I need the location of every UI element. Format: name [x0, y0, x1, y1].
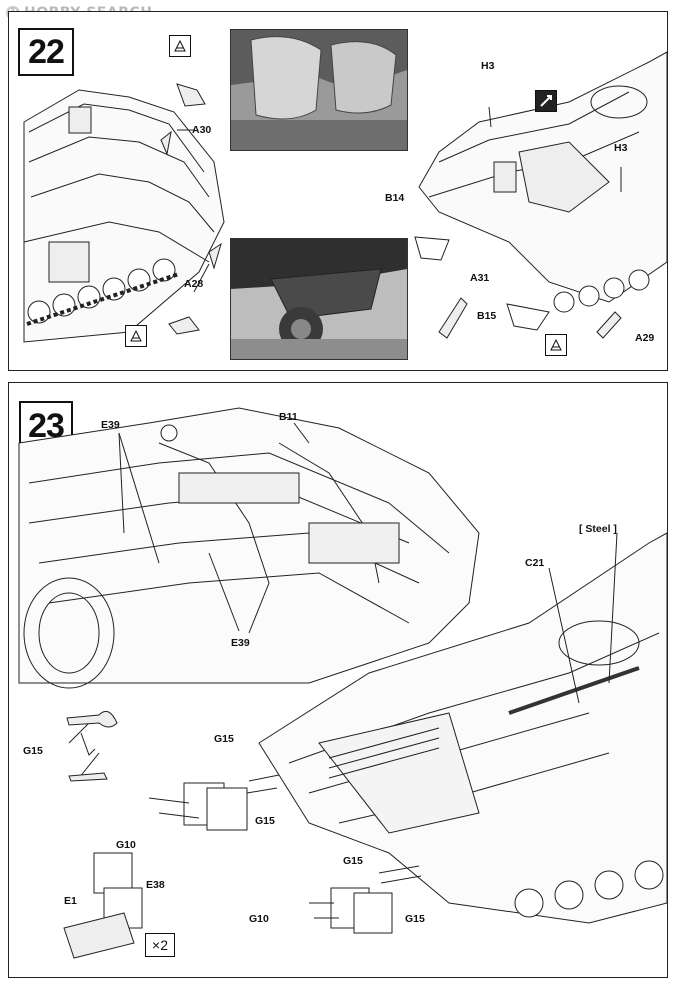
- part-label-h3-right: H3: [614, 142, 628, 154]
- part-label-a30: A30: [192, 124, 212, 136]
- part-label-h3-top: H3: [481, 60, 495, 72]
- part-label-e39-top: E39: [101, 419, 120, 431]
- part-label-a29: A29: [635, 332, 655, 344]
- cement-icon: [535, 90, 557, 112]
- part-label-g15-bottom: G15: [343, 855, 363, 867]
- step-number: 22: [18, 28, 74, 76]
- part-label-g15-left: G15: [23, 745, 43, 757]
- glue-icon: [125, 325, 147, 347]
- part-label-g15-right: G15: [405, 913, 425, 925]
- part-label-a28: A28: [184, 278, 204, 290]
- steel-label: [ Steel ]: [579, 523, 617, 535]
- step-23-panel: 23: [8, 382, 668, 978]
- part-label-c21: C21: [525, 557, 545, 569]
- part-label-g15-mid: G15: [255, 815, 275, 827]
- quantity-multiplier: ×2: [145, 933, 175, 957]
- part-label-b11: B11: [279, 411, 298, 423]
- glue-icon: [545, 334, 567, 356]
- tank-underside-drawing: [18, 407, 667, 959]
- tank-hull-drawing-left: [23, 51, 667, 343]
- part-label-g10-bottom: G10: [249, 913, 269, 925]
- glue-icon: [169, 35, 191, 57]
- reference-photo-top: [230, 29, 408, 151]
- part-label-e39-bottom: E39: [231, 637, 250, 649]
- part-label-b14: B14: [385, 192, 405, 204]
- reference-photo-bottom: [230, 238, 408, 360]
- step-22-panel: 22: [8, 11, 668, 371]
- part-label-g15-top: G15: [214, 733, 234, 745]
- part-label-e38: E38: [146, 879, 165, 891]
- part-label-g10-left: G10: [116, 839, 136, 851]
- part-label-b15: B15: [477, 310, 497, 322]
- part-label-e1: E1: [64, 895, 77, 907]
- part-label-a31: A31: [470, 272, 490, 284]
